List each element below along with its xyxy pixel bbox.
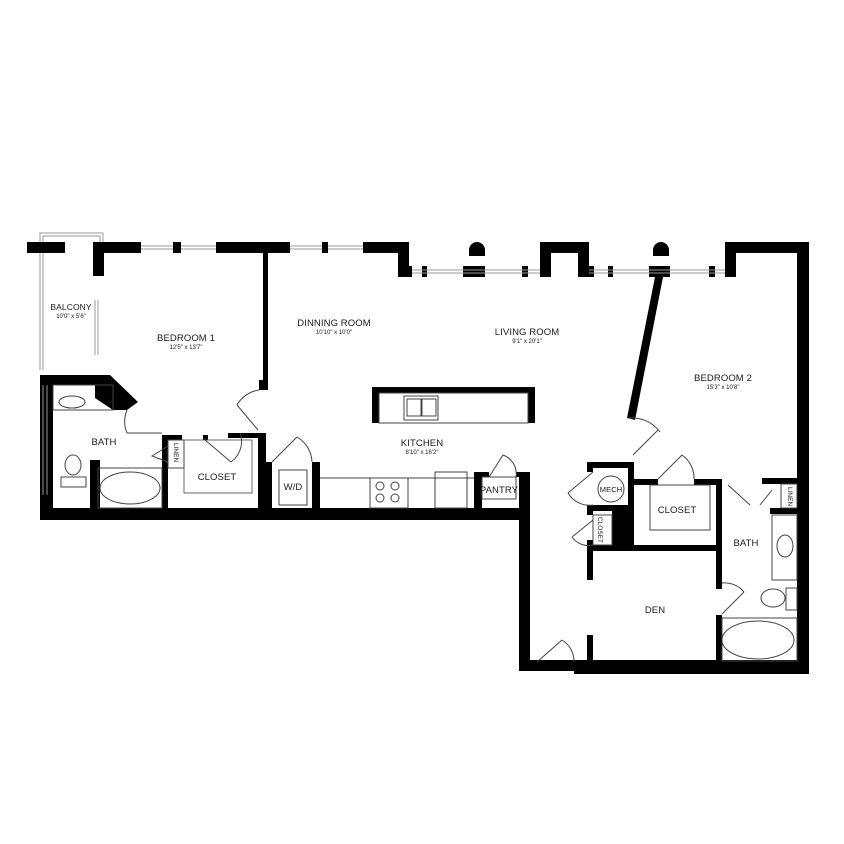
room-name: BATH — [91, 437, 117, 448]
room-label-dining: DINNING ROOM 10'10" x 10'0" — [297, 318, 371, 337]
room-name: PANTRY — [479, 485, 519, 496]
room-name: LIVING ROOM — [494, 327, 560, 338]
room-label-bath2: BATH — [733, 538, 758, 549]
room-label-bath1: BATH — [91, 437, 116, 448]
room-name: DINNING ROOM — [297, 318, 371, 329]
room-label-closet-small: CLOSET — [596, 517, 603, 544]
room-label-living: LIVING ROOM 9'1" x 20'1" — [495, 327, 559, 346]
room-label-kitchen: KITCHEN 8'10" x 16'2" — [401, 438, 443, 457]
room-name: BATH — [733, 538, 759, 549]
room-name: KITCHEN — [400, 438, 444, 449]
room-label-closet2: CLOSET — [658, 505, 697, 516]
room-name: BEDROOM 1 — [157, 333, 215, 344]
room-name: DEN — [644, 605, 666, 616]
room-name: BALCONY — [50, 302, 92, 312]
room-label-bedroom2: BEDROOM 2 15'3" x 10'8" — [694, 373, 752, 392]
room-label-den: DEN — [645, 605, 665, 616]
room-label-balcony: BALCONY 10'0" x 5'6" — [50, 302, 91, 321]
room-label-linen2: LINEN — [786, 487, 793, 507]
windows — [39, 232, 725, 495]
room-name: BEDROOM 2 — [694, 373, 752, 384]
room-dimensions: 10'10" x 10'0" — [315, 330, 353, 336]
walls — [27, 242, 809, 674]
room-name: W/D — [283, 482, 303, 493]
room-label-closet1: CLOSET — [198, 472, 237, 483]
fixtures — [52, 384, 798, 663]
room-dimensions: 10'0" x 5'6" — [56, 314, 86, 320]
room-label-wd: W/D — [284, 482, 303, 493]
room-dimensions: 15'3" x 10'8" — [706, 385, 740, 391]
room-label-linen1: LINEN — [172, 443, 179, 463]
room-name: CLOSET — [657, 505, 697, 516]
room-label-pantry: PANTRY — [480, 485, 518, 496]
room-dimensions: 9'1" x 20'1" — [512, 339, 542, 345]
room-dimensions: 8'10" x 16'2" — [405, 450, 439, 456]
room-label-mech: MECH — [600, 484, 622, 495]
room-name: CLOSET — [197, 472, 237, 483]
room-label-bedroom1: BEDROOM 1 12'5" x 13'7" — [157, 333, 215, 352]
room-name: MECH — [599, 485, 623, 494]
room-dimensions: 12'5" x 13'7" — [169, 345, 203, 351]
